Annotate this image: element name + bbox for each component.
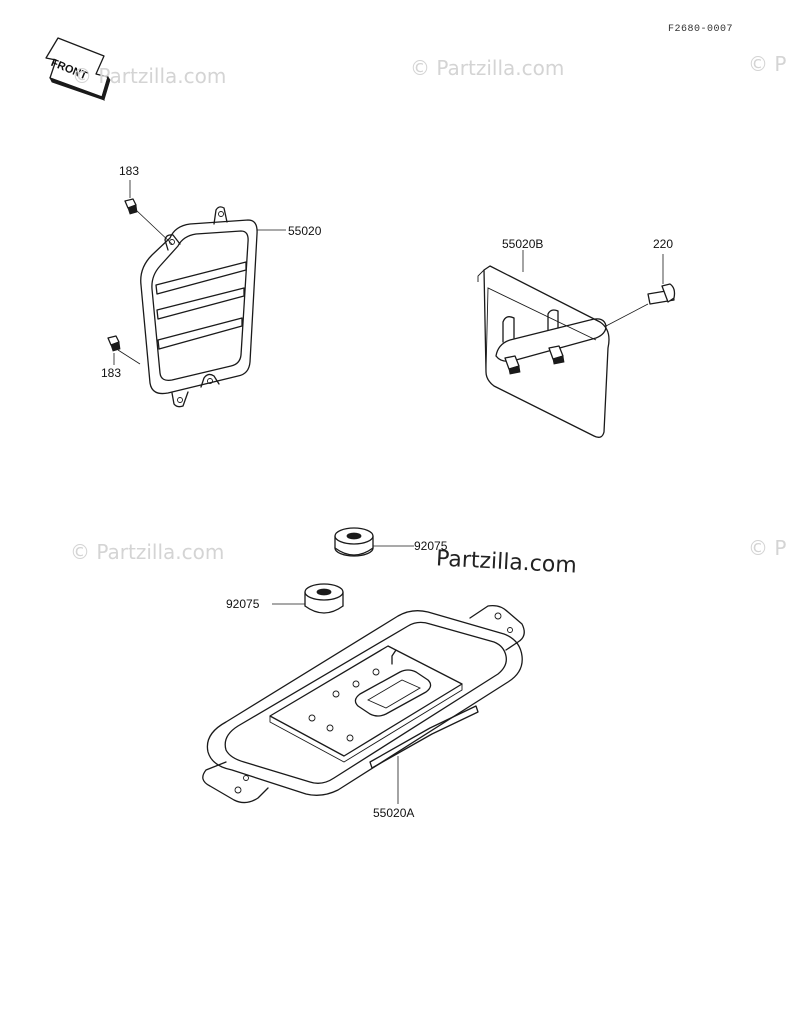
diagram-code: F2680-0007 <box>668 24 734 35</box>
part-label-plate-bolt: 220 <box>653 237 674 251</box>
tail-guard-frame <box>140 206 258 408</box>
part-label-tail-guard: 55020 <box>288 224 322 238</box>
carrier-plate-55020a <box>202 604 525 804</box>
collar-92075-lower <box>304 583 344 614</box>
bolt-183-top <box>124 198 138 215</box>
bolt-220 <box>647 283 676 305</box>
part-label-bolt-183-top: 183 <box>119 164 140 178</box>
part-label-collar-lower: 92075 <box>226 597 260 611</box>
collar-92075-upper <box>334 527 374 557</box>
part-label-side-plate: 55020B <box>502 237 544 251</box>
side-plate-55020b <box>477 265 610 438</box>
front-arrow-icon <box>45 37 111 101</box>
part-label-carrier-plate: 55020A <box>373 806 415 820</box>
part-label-bolt-183-bottom: 183 <box>101 366 122 380</box>
bolt-183-bottom <box>107 335 121 352</box>
part-label-collar-upper: 92075 <box>414 539 448 553</box>
